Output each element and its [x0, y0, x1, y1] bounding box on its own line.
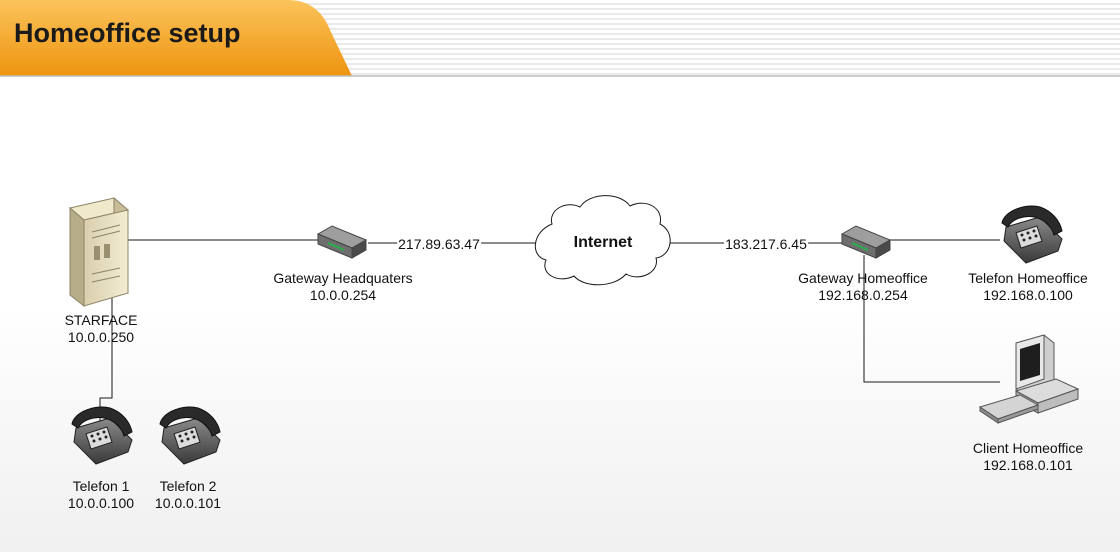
starface-name: STARFACE — [64, 312, 138, 328]
gateway-ho-wan-ip: 183.217.6.45 — [724, 236, 808, 252]
header-orange-tab — [0, 0, 352, 76]
cloud-icon — [535, 195, 671, 286]
header-band — [0, 0, 1120, 77]
starface-ip: 10.0.0.250 — [67, 329, 135, 345]
link-gateway-ho-client — [863, 255, 1000, 383]
phone-ho-name: Telefon Homeoffice — [968, 270, 1088, 286]
telephone-icon — [159, 406, 221, 465]
computer-icon — [978, 334, 1080, 424]
phone1-label: Telefon 1 10.0.0.100 — [68, 478, 134, 512]
gateway-ho-label: Gateway Homeoffice 192.168.0.254 — [798, 270, 928, 304]
phone1-ip: 10.0.0.100 — [67, 495, 135, 511]
router-icon — [316, 225, 368, 259]
page-title: Homeoffice setup — [14, 18, 241, 48]
server-icon — [68, 196, 130, 308]
phone2-name: Telefon 2 — [159, 478, 217, 494]
gateway-hq-ip: 10.0.0.254 — [309, 287, 377, 303]
gateway-hq-wan-ip: 217.89.63.47 — [397, 236, 481, 252]
telephone-icon — [71, 406, 133, 465]
header-stripes — [300, 3, 1120, 75]
client-ho-ip: 192.168.0.101 — [983, 457, 1073, 473]
starface-label: STARFACE 10.0.0.250 — [65, 312, 138, 346]
gateway-hq-name: Gateway Headquaters — [273, 270, 413, 286]
gateway-ho-ip: 192.168.0.254 — [818, 287, 908, 303]
client-ho-label: Client Homeoffice 192.168.0.101 — [973, 440, 1083, 474]
router-icon — [840, 225, 892, 259]
internet-label: Internet — [573, 234, 633, 251]
telephone-icon — [1001, 205, 1063, 264]
phone-ho-ip: 192.168.0.100 — [983, 287, 1073, 303]
phone1-name: Telefon 1 — [72, 478, 130, 494]
phone2-ip: 10.0.0.101 — [154, 495, 222, 511]
phone2-label: Telefon 2 10.0.0.101 — [155, 478, 221, 512]
client-ho-name: Client Homeoffice — [972, 440, 1084, 456]
gateway-hq-label: Gateway Headquaters 10.0.0.254 — [273, 270, 412, 304]
gateway-ho-name: Gateway Homeoffice — [798, 270, 928, 286]
phone-ho-label: Telefon Homeoffice 192.168.0.100 — [968, 270, 1088, 304]
